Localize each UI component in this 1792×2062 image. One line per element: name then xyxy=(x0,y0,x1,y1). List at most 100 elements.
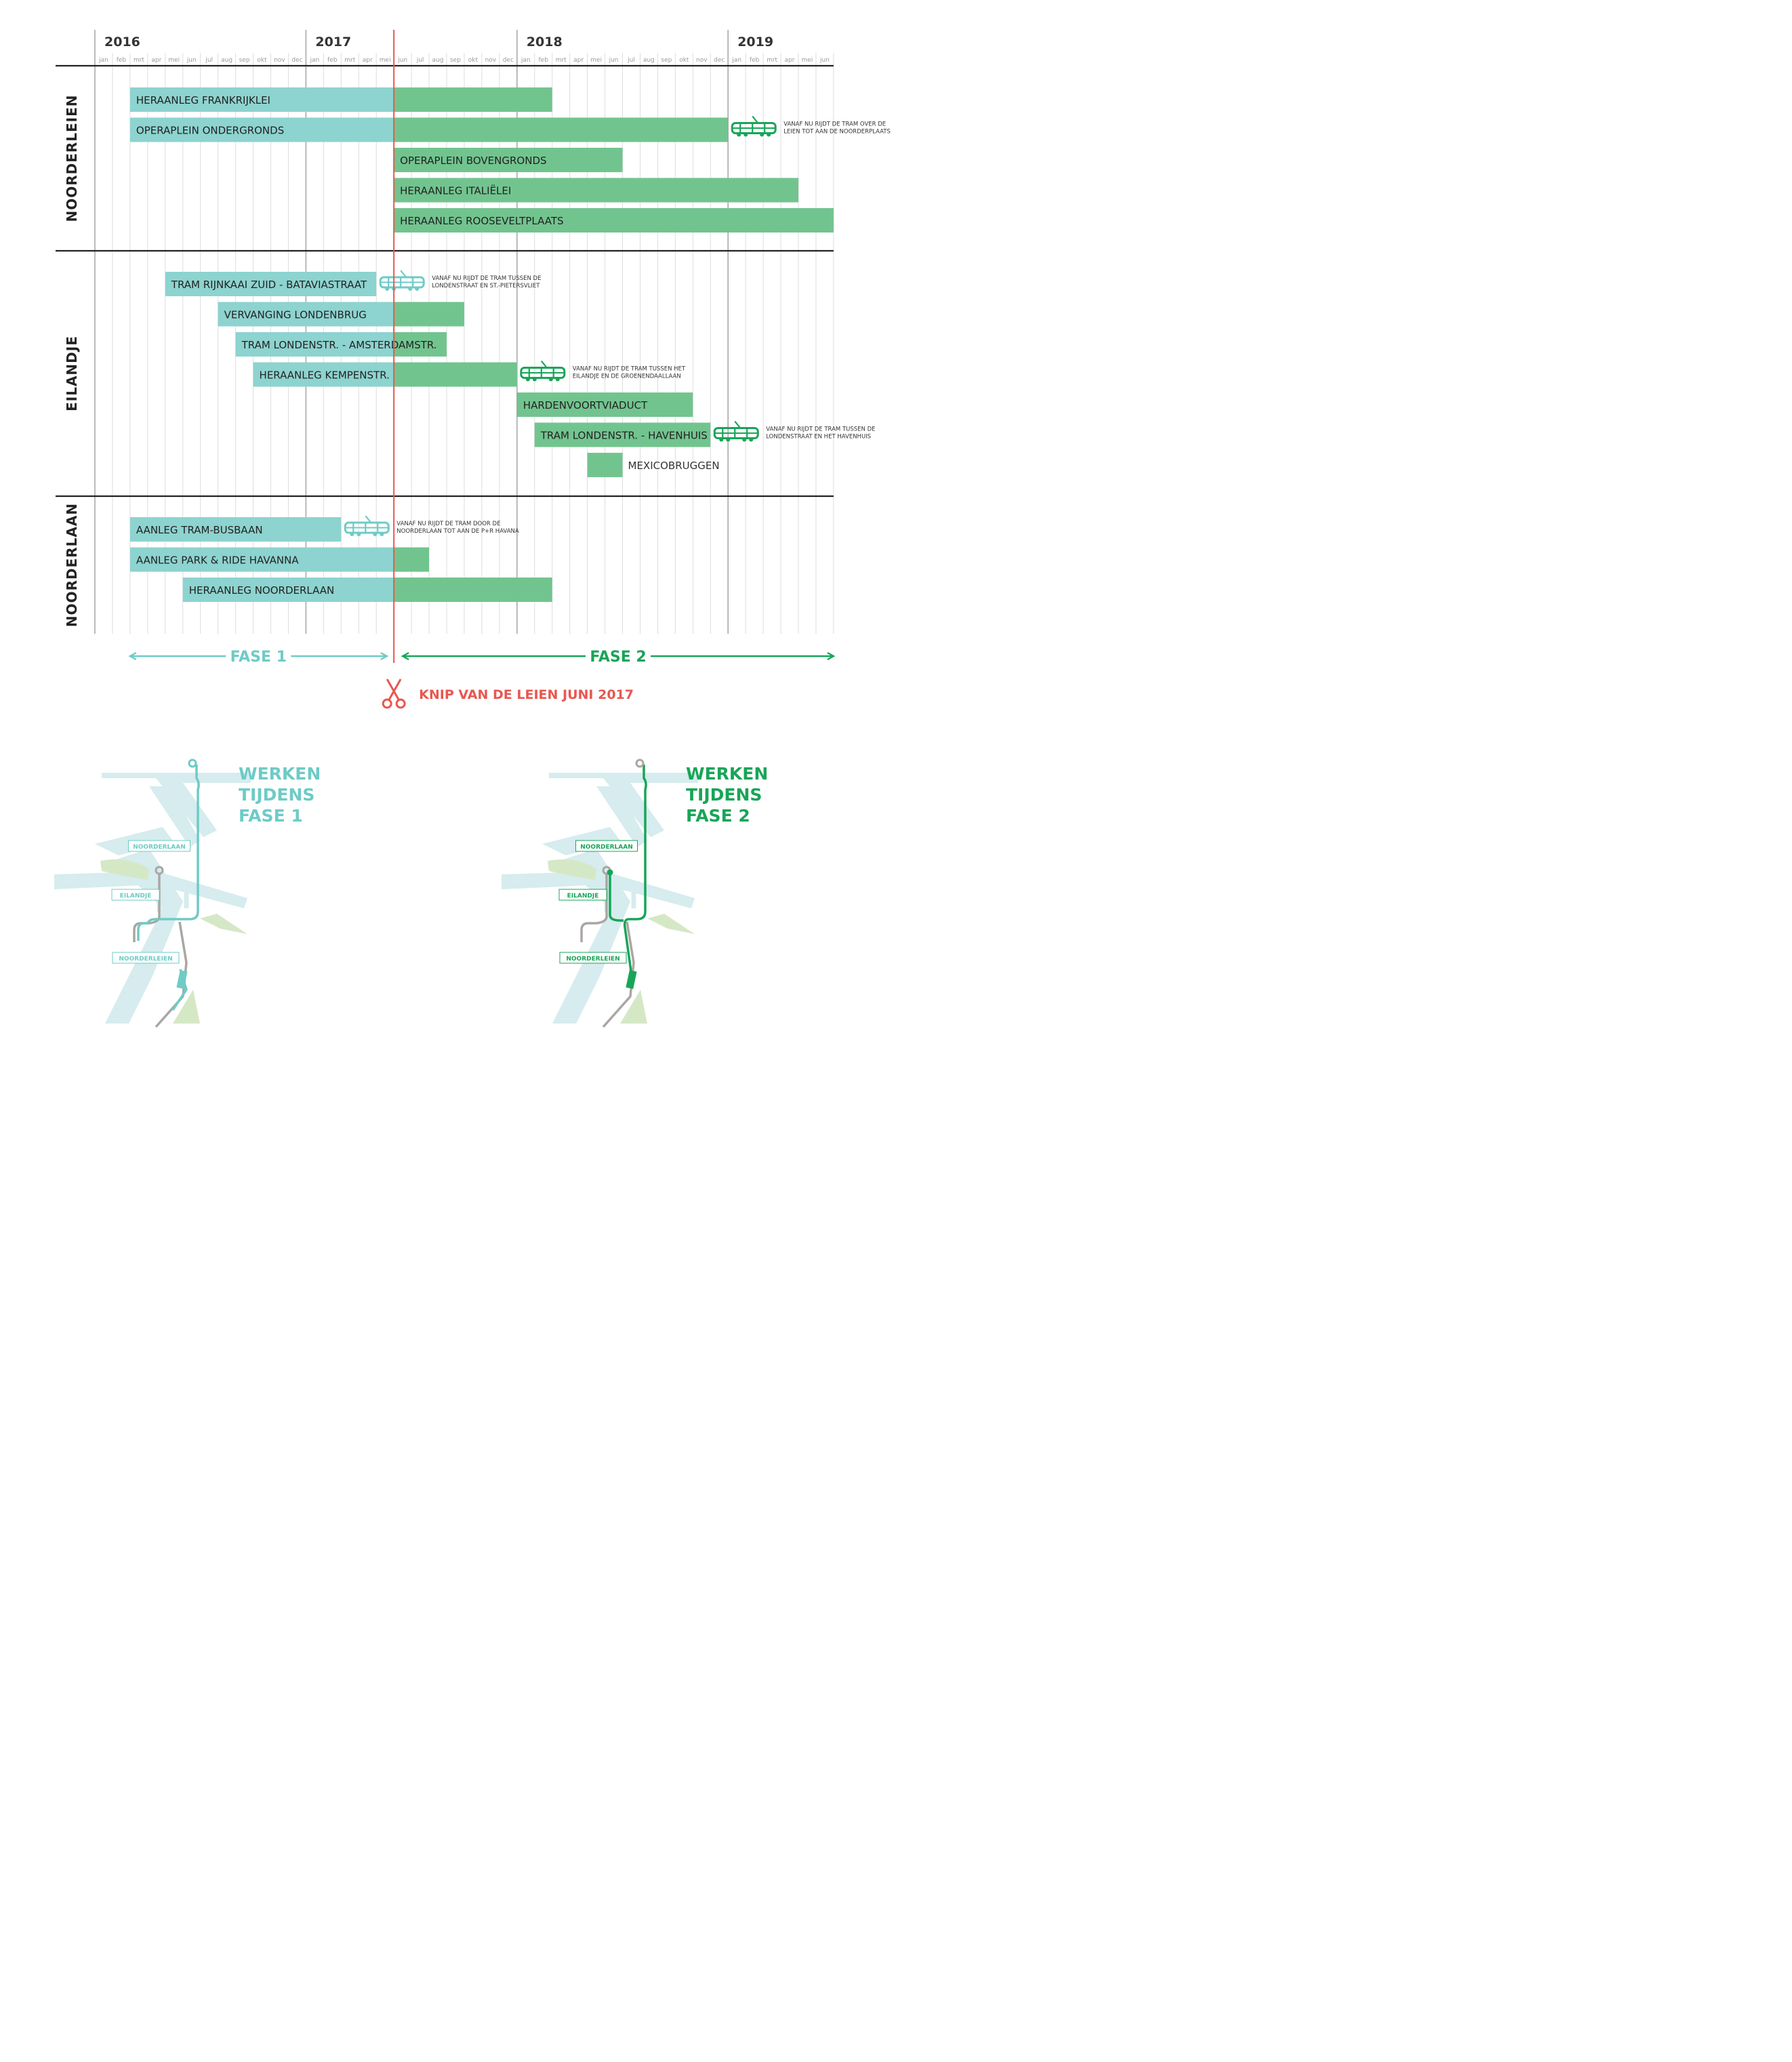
task-bar-phase2 xyxy=(394,87,552,112)
year-label: 2019 xyxy=(737,35,773,49)
month-label: aug xyxy=(432,57,444,64)
task-bar-phase1 xyxy=(218,302,394,327)
task-label: OPERAPLEIN BOVENGRONDS xyxy=(400,155,546,167)
phase-arrowhead xyxy=(401,651,409,661)
phase1-indicator: FASE 1 xyxy=(128,649,389,666)
tram-icon xyxy=(344,515,390,536)
task-row: HERAANLEG NOORDERLAAN xyxy=(182,578,552,602)
task-bar-phase2 xyxy=(394,362,517,387)
tram-wheel xyxy=(760,132,765,137)
tram-icon xyxy=(731,115,777,137)
month-label: feb xyxy=(327,57,338,64)
task-label: HERAANLEG NOORDERLAAN xyxy=(189,584,335,597)
tram-wheel xyxy=(767,132,771,137)
tram-wheel xyxy=(385,287,390,291)
map-title-line: FASE 1 xyxy=(239,806,303,826)
map-area-label: NOORDERLAAN xyxy=(133,844,186,851)
tram-note-line: VANAF NU RIJDT DE TRAM TUSSEN HET xyxy=(573,366,686,373)
tram-wheel xyxy=(737,132,741,137)
phase-map: NOORDERLAANEILANDJENOORDERLEIENWERKENTIJ… xyxy=(502,759,768,1028)
map-water xyxy=(102,773,251,837)
task-bar-phase2 xyxy=(534,422,711,447)
map-park xyxy=(548,859,596,880)
month-label: sep xyxy=(239,57,250,64)
tram-note-line: VANAF NU RIJDT DE TRAM OVER DE xyxy=(783,121,886,128)
phase-label: FASE 2 xyxy=(590,649,646,666)
map-park xyxy=(620,990,647,1024)
month-label: okt xyxy=(679,57,689,64)
task-label: OPERAPLEIN ONDERGRONDS xyxy=(136,125,284,137)
phase-arrowhead xyxy=(128,651,137,661)
tram-note-line: LEIEN TOT AAN DE NOORDERPLAATS xyxy=(783,129,891,136)
tram-note-line: VANAF NU RIJDT DE TRAM DOOR DE xyxy=(396,521,500,527)
task-bar-phase1 xyxy=(165,272,377,296)
month-label: mrt xyxy=(344,57,355,64)
task-row: HARDENVOORTVIADUCT xyxy=(516,392,693,417)
task-bar-phase2 xyxy=(587,453,623,477)
task-bar-phase2 xyxy=(516,392,693,417)
month-label: mrt xyxy=(556,57,567,64)
task-row: VERVANGING LONDENBRUG xyxy=(218,302,464,327)
task-bar-phase2 xyxy=(394,547,430,572)
phase-maps: NOORDERLAANEILANDJENOORDERLEIENWERKENTIJ… xyxy=(54,759,768,1028)
task-label: AANLEG PARK & RIDE HAVANNA xyxy=(136,554,299,567)
map-area-label-box xyxy=(558,889,607,901)
month-label: sep xyxy=(450,57,461,64)
task-label: MEXICOBRUGGEN xyxy=(628,460,720,472)
map-park xyxy=(200,914,247,934)
tram-wheel xyxy=(357,532,361,536)
scissors-blade xyxy=(386,679,400,700)
phase-arrowhead xyxy=(380,651,389,661)
scissors-blade xyxy=(388,679,402,700)
year-label: 2016 xyxy=(104,35,140,49)
group-label: EILANDJE xyxy=(64,336,80,411)
tram-icon xyxy=(379,270,425,291)
month-label: mei xyxy=(802,57,813,64)
tram-icon xyxy=(713,420,759,442)
tram-wheel xyxy=(408,287,413,291)
month-label: feb xyxy=(539,57,549,64)
tram-wheel xyxy=(548,377,553,382)
month-label: jan xyxy=(521,57,531,64)
month-label: feb xyxy=(750,57,760,64)
task-bar-phase1 xyxy=(182,578,394,602)
month-label: mei xyxy=(380,57,391,64)
task-row: HERAANLEG KEMPENSTR. VANAF NU RIJDT DE TR… xyxy=(253,360,686,387)
month-label: jul xyxy=(205,57,213,64)
month-label: nov xyxy=(485,57,497,64)
task-bar-phase1 xyxy=(129,87,394,112)
task-bar-phase1 xyxy=(129,517,342,542)
task-label: HERAANLEG KEMPENSTR. xyxy=(260,369,390,382)
tram-wheel xyxy=(350,532,354,536)
map-water xyxy=(54,871,247,908)
map-area-label: NOORDERLAAN xyxy=(580,844,633,851)
task-bar-phase1 xyxy=(129,117,394,142)
year-label: 2017 xyxy=(315,35,351,49)
map-area-label-box xyxy=(112,952,180,964)
month-label: okt xyxy=(468,57,478,64)
month-label: apr xyxy=(363,57,373,64)
map-water xyxy=(105,849,183,1024)
month-label: okt xyxy=(257,57,267,64)
task-label: HERAANLEG ITALIËLEI xyxy=(400,184,511,197)
tram-wheel xyxy=(373,532,378,536)
tram-note-line: NOORDERLAAN TOT AAN DE P+R HAVANA xyxy=(396,528,519,535)
month-label: mrt xyxy=(134,57,144,64)
month-label: apr xyxy=(785,57,795,64)
phase-label: FASE 1 xyxy=(230,649,287,666)
map-tram-line-phase xyxy=(609,874,624,922)
map-terminus xyxy=(635,759,645,768)
map-station xyxy=(626,970,637,989)
tram-note-line: EILANDJE EN DE GROENENDAALLAAN xyxy=(573,373,681,380)
month-label: jan xyxy=(98,57,108,64)
task-bar-phase2 xyxy=(394,578,552,602)
scissors-handle xyxy=(382,698,392,709)
tram-wheel xyxy=(719,437,724,442)
